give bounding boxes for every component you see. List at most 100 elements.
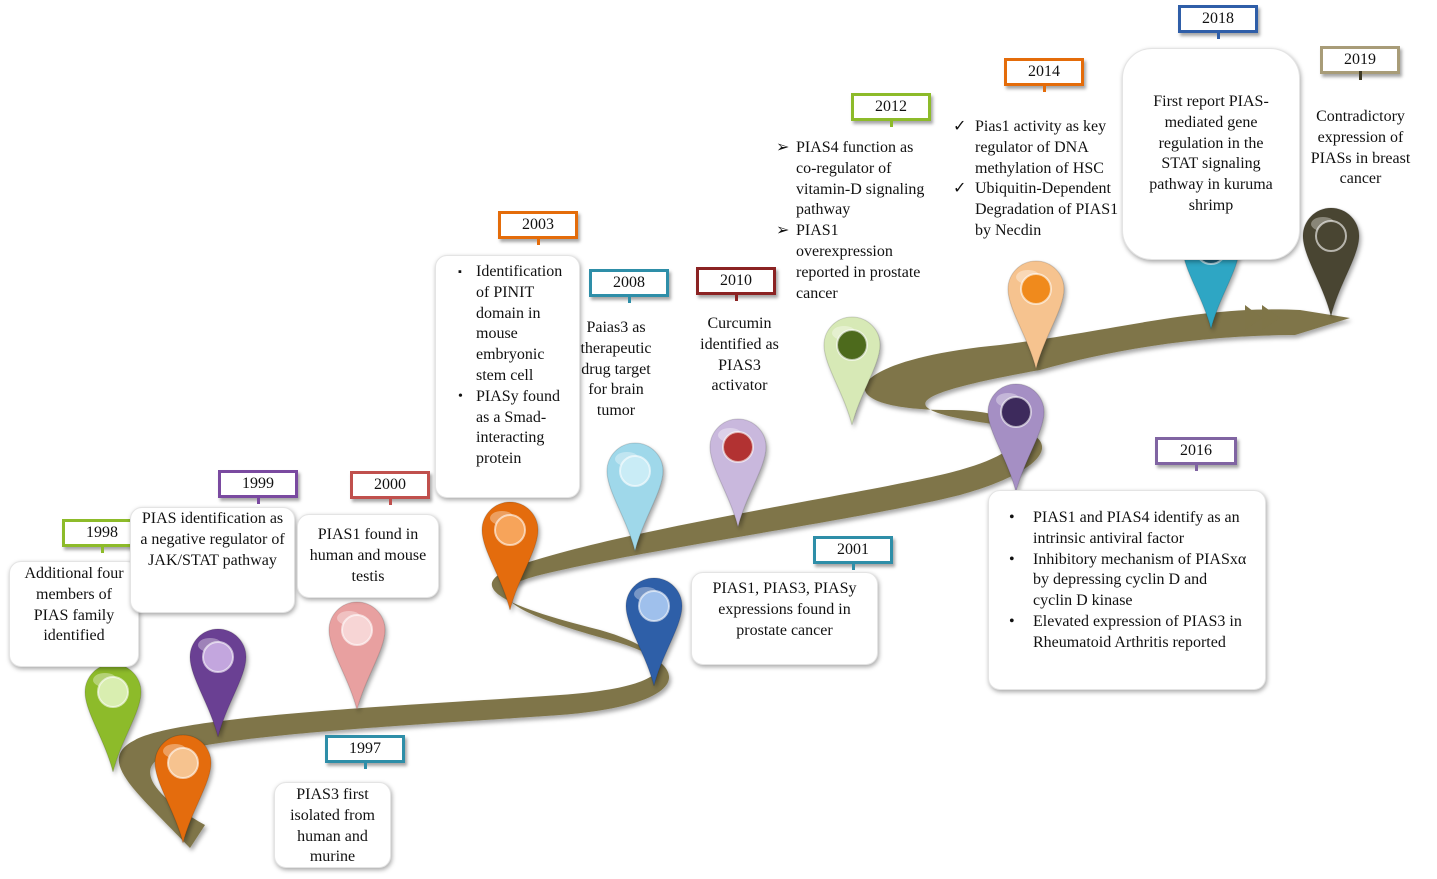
year-text-2014: 2014 [1007, 61, 1081, 83]
pin-center [1000, 396, 1032, 428]
event-item-2016-3: •Elevated expression of PIAS3 in Rheumat… [1009, 612, 1247, 654]
event-box-1999: PIAS identification as a negative regula… [130, 507, 295, 613]
event-text-2014: ✓ Pias1 activity as key regulator of DNA … [953, 117, 1125, 242]
year-label-2012: 2012 [851, 93, 931, 127]
event-item-2012-1: ➢ PIAS4 function as co-regulator of vitam… [776, 138, 928, 221]
year-text-2018: 2018 [1181, 8, 1255, 30]
year-text-2003: 2003 [501, 214, 575, 236]
event-item-text: Ubiquitin-Dependent Degradation of PIAS1… [975, 180, 1119, 239]
event-text-2018: First report PIAS-mediated gene regulati… [1149, 93, 1273, 214]
year-label-2018: 2018 [1178, 5, 1258, 39]
event-item-2003-2: • PIASy found as a Smad-interacting prote… [458, 387, 575, 470]
pin-2016-icon [987, 383, 1045, 493]
event-text-2001: PIAS1, PIAS3, PIASy expressions found in… [712, 580, 857, 639]
event-text-2008: Paias3 as therapeutic drug target for br… [580, 319, 652, 420]
year-label-2000: 2000 [350, 471, 430, 505]
pin-center [202, 641, 234, 673]
bullet-arrow-icon: ➢ [776, 139, 790, 156]
year-label-1997: 1997 [325, 735, 405, 769]
event-box-2000: PIAS1 found in human and mouse testis [297, 514, 439, 598]
pin-2014-icon [1007, 260, 1065, 370]
year-text-1999: 1999 [221, 473, 295, 495]
pin-2008-icon [606, 442, 664, 552]
pin-center [97, 676, 129, 708]
pin-2012-icon [823, 316, 881, 426]
year-label-1998: 1998 [62, 519, 142, 553]
event-item-text: PIAS1 overexpression reported in prostat… [796, 222, 921, 302]
year-label-2016: 2016 [1155, 437, 1237, 471]
bullet-square-icon: ▪ [458, 266, 462, 278]
event-list-2003: ▪ Identification of PINIT domain in mouse… [458, 262, 575, 470]
pin-1998-icon [84, 663, 142, 773]
event-item-2016-2: • Inhibitory mechanism of PIASxα by depre… [1009, 550, 1247, 612]
bullet-arrow-icon: ➢ [776, 222, 790, 240]
bullet-check-icon: ✓ [953, 180, 967, 198]
pin-center [1315, 220, 1347, 252]
event-item-2014-2: ✓ Ubiquitin-Dependent Degradation of PIAS… [953, 179, 1125, 241]
event-box-1997: PIAS3 first isolated from human and muri… [274, 782, 391, 868]
bullet-dot-icon: • [458, 388, 463, 404]
pin-center [722, 431, 754, 463]
pin-center [619, 455, 651, 487]
pin-center [167, 747, 199, 779]
year-text-2001: 2001 [816, 539, 890, 561]
pin-2003-icon [481, 501, 539, 611]
event-text-2010: Curcumin identified as PIAS3 activator [700, 315, 779, 395]
year-text-2000: 2000 [353, 474, 427, 496]
event-item-2003-1: ▪ Identification of PINIT domain in mouse… [458, 262, 575, 387]
event-item-2016-1: • PIAS1 and PIAS4 identify as an intrinsi… [1009, 508, 1247, 550]
event-box-1998: Additional four members of PIAS family i… [9, 561, 139, 667]
event-text-2019: Contradictory expression of PIASs in bre… [1310, 108, 1411, 188]
event-item-text: Identification of PINIT domain in mouse … [476, 263, 563, 384]
event-text-1998: Additional four members of PIAS family i… [24, 565, 124, 645]
year-text-2008: 2008 [592, 272, 666, 294]
bullet-dot-icon: • [1009, 550, 1015, 568]
pin-2000-icon [328, 601, 386, 711]
year-label-1999: 1999 [218, 470, 298, 504]
pin-center [638, 590, 670, 622]
event-item-text: PIAS4 function as co-regulator of vitami… [796, 139, 925, 219]
event-box-2001: PIAS1, PIAS3, PIASy expressions found in… [691, 572, 878, 665]
bullet-dot-icon: • [1009, 612, 1015, 630]
event-list-2014: ✓ Pias1 activity as key regulator of DNA … [953, 117, 1125, 242]
event-text-1997: PIAS3 first isolated from human and muri… [290, 786, 375, 866]
pin-center [1020, 273, 1052, 305]
event-text-2000: PIAS1 found in human and mouse testis [309, 526, 427, 585]
year-text-2012: 2012 [854, 96, 928, 118]
event-item-2012-2: ➢ PIAS1 overexpression reported in prosta… [776, 221, 928, 304]
event-item-text: PIASy found as a Smad-interacting protei… [476, 387, 561, 468]
year-label-2019: 2019 [1320, 46, 1400, 80]
pin-2019-icon [1302, 207, 1360, 317]
bullet-check-icon: ✓ [953, 118, 967, 135]
pin-center [494, 514, 526, 546]
event-text-2012: ➢ PIAS4 function as co-regulator of vitam… [776, 138, 928, 304]
event-list-2012: ➢ PIAS4 function as co-regulator of vitam… [776, 138, 928, 304]
year-label-2001: 2001 [813, 536, 893, 570]
event-item-text: PIAS1 and PIAS4 identify as an intrinsic… [1033, 509, 1240, 547]
bullet-dot-icon: • [1009, 509, 1015, 526]
year-label-2010: 2010 [696, 267, 776, 301]
pin-center [836, 329, 868, 361]
pin-center [341, 614, 373, 646]
event-box-2018: First report PIAS-mediated gene regulati… [1122, 48, 1300, 260]
year-text-1998: 1998 [65, 522, 139, 544]
winding-road [118, 309, 1350, 848]
event-item-2014-1: ✓ Pias1 activity as key regulator of DNA … [953, 117, 1125, 179]
year-label-2003: 2003 [498, 211, 578, 245]
event-box-2016: • PIAS1 and PIAS4 identify as an intrinsi… [988, 490, 1266, 690]
road-arrow-chevrons [1245, 305, 1280, 330]
year-text-2019: 2019 [1323, 49, 1397, 71]
event-item-text: Pias1 activity as key regulator of DNA m… [975, 118, 1107, 177]
year-label-2014: 2014 [1004, 58, 1084, 92]
event-box-2003: ▪ Identification of PINIT domain in mouse… [435, 255, 580, 498]
pin-2001-icon [625, 577, 683, 687]
event-item-text: Inhibitory mechanism of PIASxα by depres… [1033, 550, 1247, 610]
event-list-2016: • PIAS1 and PIAS4 identify as an intrinsi… [1009, 508, 1247, 654]
pin-2010-icon [709, 418, 767, 528]
event-text-1999: PIAS identification as a negative regula… [140, 510, 285, 569]
pin-1999-icon [189, 628, 247, 738]
pin-1997-icon [154, 734, 212, 844]
year-text-2016: 2016 [1158, 440, 1234, 462]
